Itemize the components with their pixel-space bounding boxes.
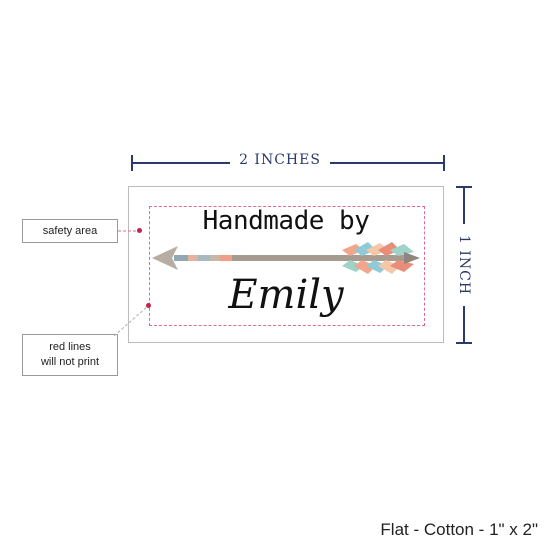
product-caption: Flat - Cotton - 1" x 2": [380, 520, 538, 539]
height-dimension-label: 1 INCH: [456, 234, 472, 296]
red-lines-marker-dot: [146, 303, 151, 308]
red-lines-callout: red lines will not print: [22, 334, 118, 376]
red-lines-callout-line-1: red lines: [49, 341, 91, 353]
height-dimension-line-top: [463, 186, 465, 224]
safety-area-leader-line: [118, 230, 140, 232]
red-lines-callout-line-2: will not print: [40, 356, 100, 368]
label-headline: Handmade by: [202, 206, 370, 236]
label-name: Emily: [228, 272, 344, 318]
red-lines-leader-line: [113, 305, 149, 337]
safety-area-border: [149, 206, 425, 326]
feathered-arrow-icon: [152, 242, 420, 274]
width-dimension-label: 2 INCHES: [230, 152, 330, 168]
width-dimension-right-tick: [443, 155, 445, 171]
safety-area-callout: safety area: [22, 219, 118, 243]
height-dimension-line-bottom: [463, 306, 465, 344]
height-dimension-bottom-tick: [456, 342, 472, 344]
safety-area-marker-dot: [137, 228, 142, 233]
